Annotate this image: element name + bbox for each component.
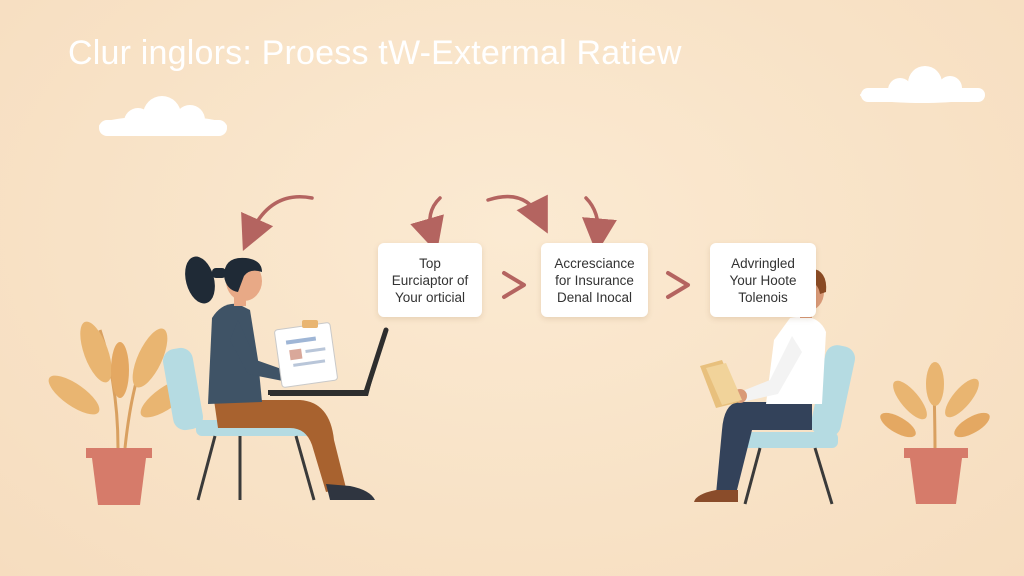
cloud-left [99, 96, 227, 136]
chair-right [738, 345, 856, 505]
step-1-line-3: Your orticial [394, 289, 466, 305]
curved-arrow-icon [582, 196, 617, 254]
woman-figure [185, 256, 375, 500]
step-2-line-1: Accresciance [554, 255, 635, 271]
chevron-right-icon [666, 271, 690, 299]
step-3-line-1: Advringled [731, 255, 795, 271]
process-step-1: Top Eurciaptor of Your orticial [378, 243, 482, 317]
laptop [268, 327, 389, 396]
step-1-line-2: Eurciaptor of [391, 272, 469, 288]
curved-arrow-icon [241, 195, 314, 251]
step-3-line-3: Tolenois [738, 289, 788, 305]
step-2-line-2: for Insurance [555, 272, 634, 288]
clipboard-document [274, 320, 338, 388]
curved-arrow-icon [486, 194, 548, 234]
process-step-3: Advringled Your Hoote Tolenois [710, 243, 816, 317]
step-2-line-3: Denal Inocal [556, 289, 633, 305]
step-1-line-1: Top [419, 255, 441, 271]
step-3-line-2: Your Hoote [729, 272, 797, 288]
cloud-right [860, 66, 985, 103]
page-title: Clur inglors: Proess tW-Extermal Ratiew [68, 34, 682, 72]
process-step-2: Accresciance for Insurance Denal Inocal [541, 243, 648, 317]
plant-right [880, 362, 990, 504]
curved-arrow-icon [410, 196, 444, 253]
chevron-right-icon [502, 271, 526, 299]
